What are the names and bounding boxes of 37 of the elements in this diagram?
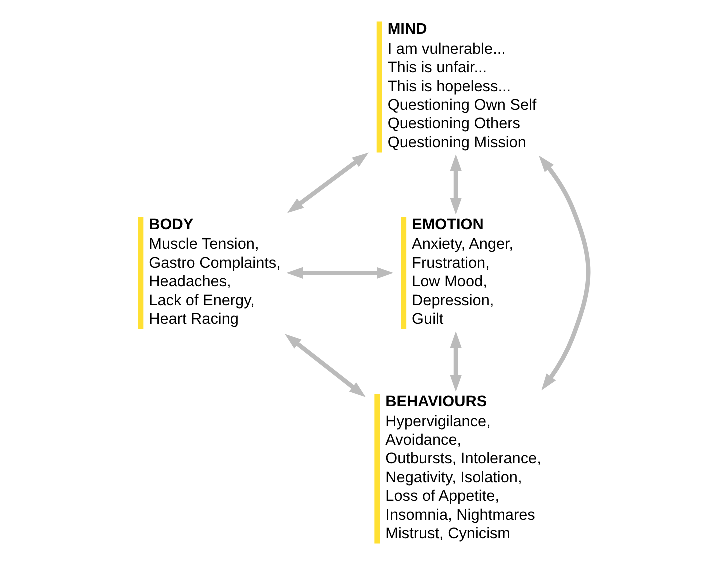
- node-label: Outbursts, Intolerance,: [386, 450, 542, 468]
- node-label: Negativity, Isolation,: [386, 469, 522, 486]
- node-label: Headaches,: [149, 274, 232, 291]
- arrow: [286, 267, 394, 279]
- arrow: [539, 156, 591, 391]
- arrow: [285, 334, 366, 398]
- node-label: Guilt: [412, 310, 444, 328]
- node-label: This is unfair...: [388, 60, 488, 77]
- node-label: EMOTION: [412, 216, 484, 234]
- node-label: Hypervigilance,: [386, 413, 491, 430]
- node-box: [138, 217, 144, 330]
- node-label: Avoidance,: [386, 432, 462, 449]
- node-label: MIND: [388, 21, 428, 38]
- arrow: [287, 152, 369, 214]
- node-box: [401, 217, 407, 330]
- node-label: Lack of Energy,: [149, 292, 255, 310]
- node-label: Anxiety, Anger,: [412, 236, 514, 254]
- node-label: Heart Racing: [149, 310, 239, 328]
- node-label: Low Mood,: [412, 274, 488, 291]
- node-box: [376, 22, 382, 153]
- node-label: Insomnia, Nightmares: [386, 506, 536, 524]
- node-label: BODY: [149, 216, 194, 234]
- node-label: Mistrust, Cynicism: [386, 525, 511, 542]
- node-label: BEHAVIOURS: [386, 393, 488, 410]
- arrow: [450, 154, 462, 215]
- node-label: Gastro Complaints,: [149, 254, 281, 272]
- node-label: Questioning Others: [388, 116, 520, 133]
- node-label: Questioning Mission: [388, 134, 526, 152]
- node-box: [374, 394, 380, 544]
- node-label: I am vulnerable...: [388, 40, 506, 58]
- node-label: Depression,: [412, 292, 494, 310]
- node-label: Questioning Own Self: [388, 97, 537, 114]
- node-label: Frustration,: [412, 254, 490, 272]
- node-label: Loss of Appetite,: [386, 488, 500, 506]
- node-label: This is hopeless...: [388, 78, 512, 96]
- arrow: [450, 332, 462, 392]
- node-label: Muscle Tension,: [149, 236, 260, 254]
